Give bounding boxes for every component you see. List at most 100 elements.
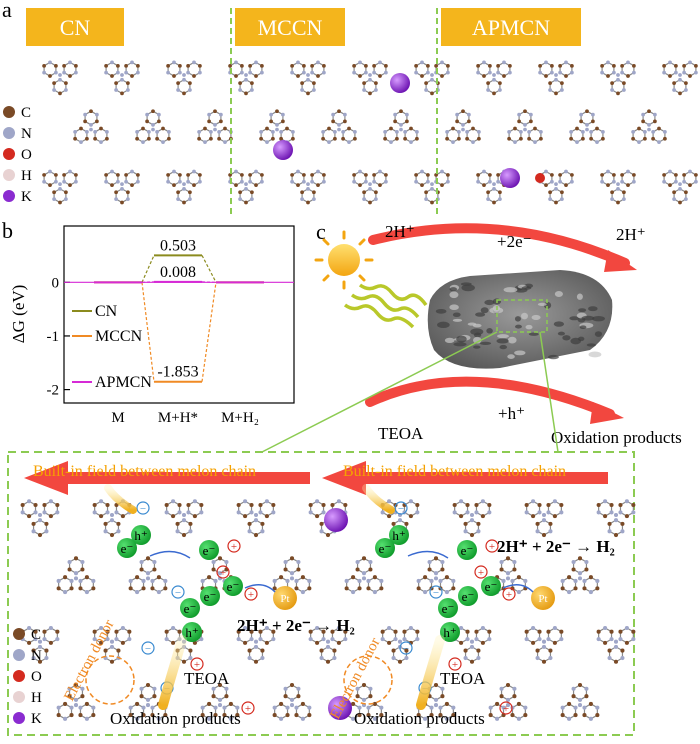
svg-text:+: + — [231, 541, 237, 553]
red-arrow-oxidation — [370, 382, 610, 414]
svg-text:e⁻: e⁻ — [121, 541, 134, 556]
legend-atom-o — [3, 148, 15, 160]
svg-text:e⁻: e⁻ — [203, 543, 216, 558]
label-cn: CN — [26, 8, 124, 46]
svg-text:+: + — [478, 567, 484, 579]
legend-atom-o — [13, 670, 25, 682]
legend-atom-n — [13, 649, 25, 661]
label-2h-right: 2H⁺ — [616, 225, 646, 244]
potassium-atom — [500, 168, 520, 188]
svg-text:−: − — [433, 587, 439, 599]
svg-text:e⁻: e⁻ — [485, 579, 498, 594]
y-tick-label: -1 — [47, 329, 60, 345]
svg-text:e⁻: e⁻ — [442, 601, 455, 616]
x-tick-label: M+H₂ — [221, 410, 259, 426]
svg-text:+: + — [220, 567, 226, 579]
svg-text:Pt: Pt — [538, 593, 547, 605]
legend-atom-k — [13, 712, 25, 724]
svg-text:h⁺: h⁺ — [134, 528, 147, 543]
svg-text:+: + — [506, 589, 512, 601]
reaction-left: 2H⁺ + 2e⁻ → H₂ — [237, 616, 355, 635]
svg-text:+: + — [503, 703, 509, 715]
x-tick-label: M — [111, 410, 124, 426]
legend-atom-c — [3, 106, 15, 118]
svg-text:h⁺: h⁺ — [392, 528, 405, 543]
legend-label-k: K — [21, 189, 32, 205]
y-axis-label: ΔG (eV) — [9, 285, 28, 344]
legend-label: CN — [95, 303, 118, 320]
svg-text:−: − — [403, 643, 409, 655]
field-label-left: Built-in field between melon chain — [33, 463, 256, 480]
svg-text:−: − — [140, 503, 146, 515]
oxidation-left: Oxidation products — [110, 709, 241, 728]
red-arrowhead-reduction — [604, 250, 637, 272]
legend-label-c: C — [21, 105, 31, 121]
svg-text:MCCN: MCCN — [258, 15, 323, 40]
connector-mccn — [202, 282, 216, 381]
legend-label-c: C — [31, 627, 41, 643]
legend-atom-h — [3, 169, 15, 181]
legend-atom-n — [3, 127, 15, 139]
svg-text:e⁻: e⁻ — [184, 601, 197, 616]
svg-text:e⁻: e⁻ — [204, 589, 217, 604]
label-teoa: TEOA — [378, 424, 424, 443]
teoa-left: TEOA — [184, 669, 230, 688]
svg-text:h⁺: h⁺ — [443, 625, 456, 640]
svg-text:−: − — [398, 503, 404, 515]
bottom-mechanism-panel: Built-in field between melon chain Built… — [8, 452, 635, 735]
data-label: 0.503 — [160, 237, 196, 254]
panel-letter-a: a — [2, 0, 12, 22]
label-mccn: MCCN — [235, 8, 345, 46]
panel-a-lattice — [42, 61, 698, 205]
legend-label-n: N — [21, 126, 32, 142]
label-2h-left: 2H⁺ — [385, 222, 415, 241]
field-label-right: Built-in field between melon chain — [343, 463, 566, 480]
connector-cn — [142, 255, 154, 282]
legend-atom-k — [3, 190, 15, 202]
legend-atom-h — [13, 691, 25, 703]
label-oxidation-products: Oxidation products — [551, 428, 682, 447]
potassium-atom — [273, 140, 293, 160]
data-label: -1.853 — [157, 364, 198, 381]
svg-text:e⁻: e⁻ — [461, 543, 474, 558]
svg-text:−: − — [175, 587, 181, 599]
svg-text:e⁻: e⁻ — [227, 579, 240, 594]
svg-text:e⁻: e⁻ — [379, 541, 392, 556]
connector-mccn — [142, 282, 154, 381]
light-rays — [345, 285, 426, 327]
legend-label-h: H — [21, 168, 32, 184]
label-plus-h: +h⁺ — [498, 404, 525, 423]
legend-label: APMCN — [95, 374, 152, 391]
svg-text:CN: CN — [60, 15, 91, 40]
label-plus-2e: +2e⁻ — [497, 232, 532, 251]
potassium-atom — [390, 73, 410, 93]
legend-label-h: H — [31, 690, 42, 706]
label-apmcn: APMCN — [441, 8, 581, 46]
svg-text:APMCN: APMCN — [472, 15, 550, 40]
x-tick-label: M+H* — [158, 410, 198, 426]
potassium-atom — [324, 508, 348, 532]
svg-text:+: + — [248, 589, 254, 601]
legend-label-o: O — [21, 147, 32, 163]
legend-label: MCCN — [95, 328, 143, 345]
svg-text:+: + — [245, 703, 251, 715]
connector-cn — [202, 255, 216, 282]
y-tick-label: -2 — [47, 383, 60, 399]
bottom-lattice — [21, 499, 636, 721]
svg-text:+: + — [489, 541, 495, 553]
sun-icon — [316, 232, 372, 288]
svg-text:e⁻: e⁻ — [462, 589, 475, 604]
data-label: 0.008 — [160, 264, 196, 281]
y-tick-label: 0 — [52, 275, 60, 291]
red-arrowhead-oxidation — [590, 402, 624, 424]
legend-label-o: O — [31, 669, 42, 685]
legend-label-k: K — [31, 711, 42, 727]
svg-text:h⁺: h⁺ — [185, 625, 198, 640]
teoa-right: TEOA — [440, 669, 486, 688]
svg-text:−: − — [145, 643, 151, 655]
svg-text:Pt: Pt — [280, 593, 289, 605]
